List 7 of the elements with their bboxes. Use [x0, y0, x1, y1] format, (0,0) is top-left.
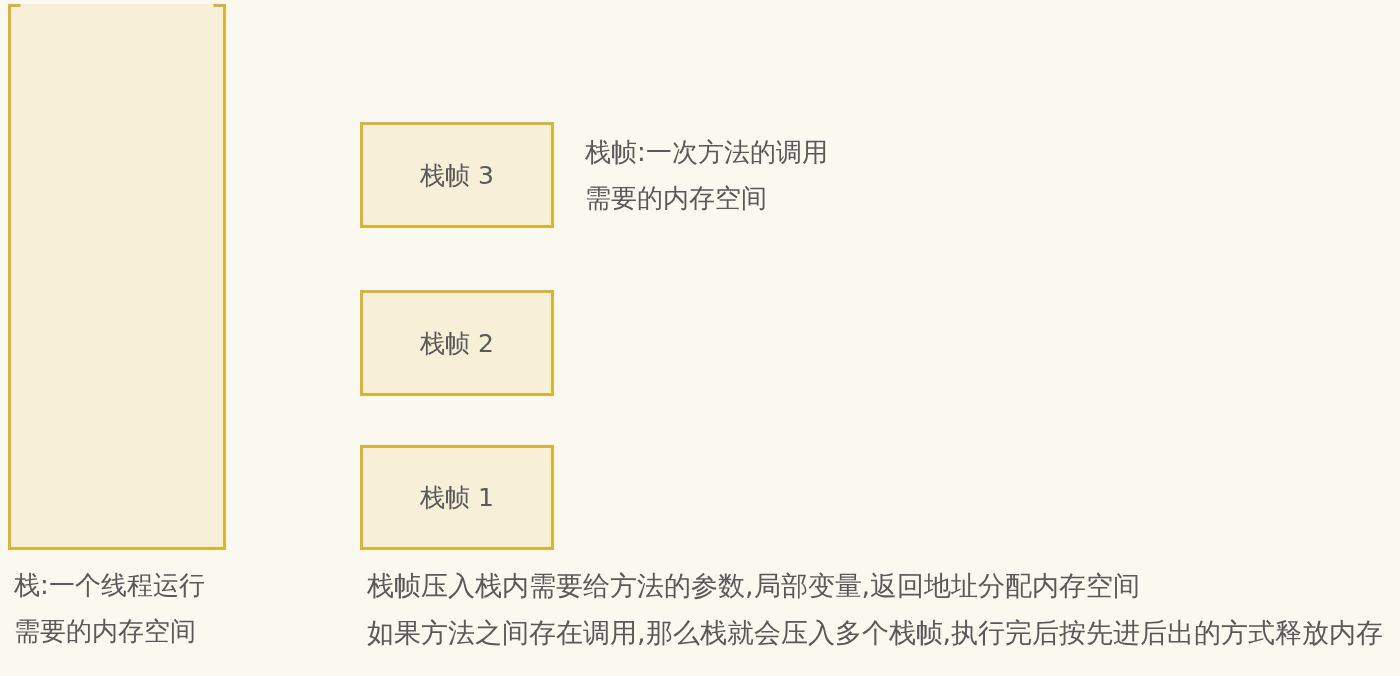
- note-text: 栈帧压入栈内需要给方法的参数,局部变量,返回地址分配内存空间: [367, 569, 1141, 603]
- stack-frame-box: 栈帧 1: [360, 445, 554, 550]
- caption-text: 栈:一个线程运行需要的内存空间: [14, 569, 206, 648]
- stack-frame-box: 栈帧 3: [360, 122, 554, 228]
- stack-frame-box: 栈帧 2: [360, 290, 554, 396]
- note-text: 如果方法之间存在调用,那么栈就会压入多个栈帧,执行完后按先进后出的方式释放内存: [367, 616, 1384, 650]
- caption-text: 栈帧:一次方法的调用需要的内存空间: [585, 136, 829, 215]
